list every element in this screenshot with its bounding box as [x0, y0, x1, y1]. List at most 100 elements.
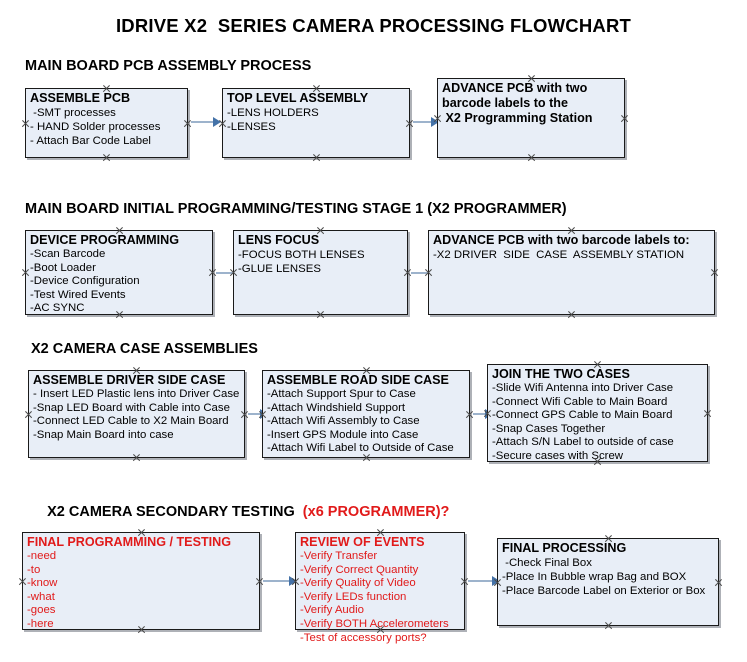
- connection-handle-bottom[interactable]: [115, 310, 124, 319]
- node-line: -FOCUS BOTH LENSES: [238, 249, 365, 261]
- connection-handle-bottom[interactable]: [593, 457, 602, 466]
- page-title: IDRIVE X2 SERIES CAMERA PROCESSING FLOWC…: [115, 15, 632, 36]
- connection-handle-left[interactable]: [18, 577, 27, 586]
- node-line: X2 Programming Station: [442, 111, 593, 125]
- connection-handle-left[interactable]: [291, 577, 300, 586]
- connection-handle-top[interactable]: [316, 226, 325, 235]
- node-line: -Snap Cases Together: [492, 422, 606, 435]
- connection-handle-left[interactable]: [218, 119, 227, 128]
- connection-handle-bottom[interactable]: [102, 153, 111, 162]
- node-line: -goes: [27, 604, 56, 617]
- node-line: -Place In Bubble wrap Bag and BOX: [502, 571, 687, 584]
- connection-handle-bottom[interactable]: [604, 621, 613, 630]
- section-title-main-board-initial-programming: MAIN BOARD INITIAL PROGRAMMING/TESTING S…: [25, 201, 567, 217]
- connection-handle-top[interactable]: [102, 84, 111, 93]
- node-line: -Connect GPS Cable to Main Board: [492, 409, 673, 422]
- connection-handle-top[interactable]: [132, 366, 141, 375]
- node-assemble-road-side-case[interactable]: ASSEMBLE ROAD SIDE CASE -Attach Support …: [262, 370, 470, 458]
- connection-handle-right[interactable]: [620, 114, 629, 123]
- section-title-accent: (x6 PROGRAMMER)?: [302, 504, 450, 520]
- node-heading: ADVANCE PCB with two barcode labels to:: [433, 233, 690, 247]
- node-heading: DEVICE PROGRAMMING: [30, 233, 180, 247]
- node-line: -know: [27, 577, 58, 590]
- connection-handle-bottom[interactable]: [312, 153, 321, 162]
- section-title-x2-camera-case-assemblies: X2 CAMERA CASE ASSEMBLIES: [31, 341, 258, 357]
- connection-handle-top[interactable]: [312, 84, 321, 93]
- node-heading: ASSEMBLE PCB: [30, 91, 131, 105]
- node-advance-pcb-driver-side-case[interactable]: ADVANCE PCB with two barcode labels to: …: [428, 230, 715, 315]
- connection-handle-left[interactable]: [21, 268, 30, 277]
- connector-shaft: [191, 121, 215, 123]
- node-line: -what: [27, 590, 55, 603]
- connection-handle-top[interactable]: [604, 534, 613, 543]
- node-review-of-events[interactable]: REVIEW OF EVENTS -Verify Transfer -Verif…: [295, 532, 465, 644]
- connection-handle-bottom[interactable]: [132, 453, 141, 462]
- connector-shaft: [216, 272, 236, 274]
- node-line-overflow: -Test of accessory ports?: [300, 631, 427, 644]
- connection-handle-top[interactable]: [593, 360, 602, 369]
- node-line: -X2 DRIVER SIDE CASE ASSEMBLY STATION: [433, 249, 685, 261]
- connector-shaft: [473, 413, 487, 415]
- node-final-programming-testing[interactable]: FINAL PROGRAMMING / TESTING -need -to -k…: [22, 532, 260, 630]
- connection-handle-top[interactable]: [362, 366, 371, 375]
- connection-handle-bottom[interactable]: [567, 310, 576, 319]
- connection-handle-left[interactable]: [483, 409, 492, 418]
- node-heading: ASSEMBLE ROAD SIDE CASE: [267, 373, 449, 387]
- node-heading: LENS FOCUS: [238, 233, 320, 247]
- node-join-the-two-cases[interactable]: JOIN THE TWO CASES -Slide Wifi Antenna i…: [487, 364, 708, 462]
- node-advance-pcb-programming-station[interactable]: ADVANCE PCB with two barcode labels to t…: [437, 78, 625, 158]
- connection-handle-left[interactable]: [258, 410, 267, 419]
- connection-handle-left[interactable]: [493, 578, 502, 587]
- section-title-main-board-pcb-assembly: MAIN BOARD PCB ASSEMBLY PROCESS: [25, 58, 312, 74]
- connection-handle-top[interactable]: [567, 226, 576, 235]
- connection-handle-left[interactable]: [21, 119, 30, 128]
- connection-handle-bottom[interactable]: [527, 153, 536, 162]
- node-line: -Attach Windshield Support: [267, 401, 406, 414]
- connection-handle-right[interactable]: [710, 268, 719, 277]
- node-assemble-pcb[interactable]: ASSEMBLE PCB -SMT processes - HAND Solde…: [25, 88, 188, 158]
- node-line: -Secure cases with Screw: [492, 449, 624, 462]
- connector-shaft: [411, 272, 431, 274]
- connection-handle-left[interactable]: [424, 268, 433, 277]
- connection-handle-top[interactable]: [527, 74, 536, 83]
- node-line: -Attach Wifi Label to Outside of Case: [267, 442, 454, 455]
- node-top-level-assembly[interactable]: TOP LEVEL ASSEMBLY -LENS HOLDERS -LENSES: [222, 88, 410, 158]
- node-line: barcode labels to the: [442, 96, 568, 110]
- connection-handle-right[interactable]: [714, 578, 723, 587]
- node-heading: TOP LEVEL ASSEMBLY: [227, 91, 369, 105]
- node-line: -Scan Barcode: [30, 248, 106, 260]
- node-device-programming[interactable]: DEVICE PROGRAMMING -Scan Barcode -Boot L…: [25, 230, 213, 315]
- arrowhead-icon: [213, 117, 221, 127]
- node-line: -Verify Quality of Video: [300, 577, 416, 590]
- connection-handle-left[interactable]: [24, 410, 33, 419]
- node-line: -Verify BOTH Accelerometers: [300, 617, 449, 630]
- node-heading: FINAL PROGRAMMING / TESTING: [27, 535, 232, 549]
- node-line: -Snap Main Board into case: [33, 428, 174, 441]
- connection-handle-left[interactable]: [433, 114, 442, 123]
- node-lens-focus[interactable]: LENS FOCUS -FOCUS BOTH LENSES -GLUE LENS…: [233, 230, 408, 315]
- node-assemble-driver-side-case[interactable]: ASSEMBLE DRIVER SIDE CASE - Insert LED P…: [28, 370, 245, 458]
- connection-handle-bottom[interactable]: [362, 453, 371, 462]
- node-heading: ASSEMBLE DRIVER SIDE CASE: [33, 373, 226, 387]
- node-line: - Attach Bar Code Label: [30, 135, 151, 148]
- connection-handle-bottom[interactable]: [376, 625, 385, 634]
- node-heading: JOIN THE TWO CASES: [492, 367, 630, 381]
- node-line: -Attach Wifi Assembly to Case: [267, 415, 420, 428]
- connection-handle-top[interactable]: [137, 528, 146, 537]
- connection-handle-bottom[interactable]: [137, 625, 146, 634]
- node-line: -LENS HOLDERS: [227, 107, 319, 119]
- connector-shaft: [468, 580, 494, 582]
- node-line: -Place Barcode Label on Exterior or Box: [502, 585, 706, 598]
- connection-handle-top[interactable]: [115, 226, 124, 235]
- connection-handle-bottom[interactable]: [316, 310, 325, 319]
- node-final-processing[interactable]: FINAL PROCESSING -Check Final Box -Place…: [497, 538, 719, 626]
- connection-handle-left[interactable]: [229, 268, 238, 277]
- node-line: -Connect LED Cable to X2 Main Board: [33, 415, 229, 428]
- node-line: - Insert LED Plastic lens into Driver Ca…: [33, 388, 240, 400]
- connector-shaft: [248, 413, 262, 415]
- connection-handle-top[interactable]: [376, 528, 385, 537]
- node-line: -Attach S/N Label to outside of case: [492, 436, 674, 449]
- connection-handle-right[interactable]: [703, 409, 712, 418]
- node-line: -Verify Transfer: [300, 550, 378, 562]
